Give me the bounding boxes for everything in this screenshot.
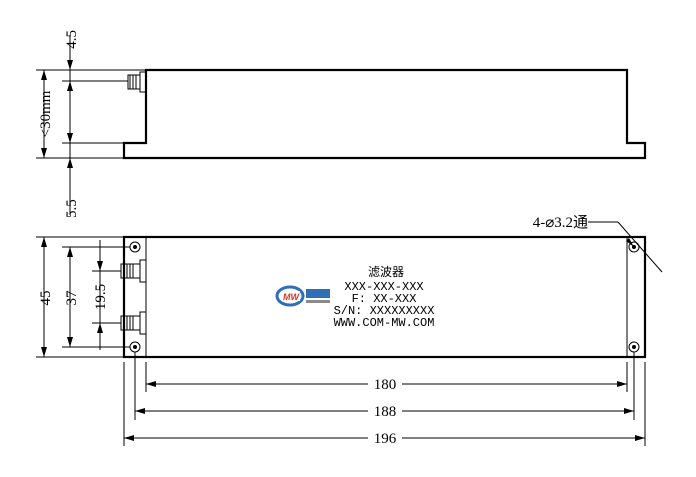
- dim-width-overall: 196: [374, 431, 397, 447]
- label-product-name: 滤波器: [368, 265, 404, 280]
- dim-side-bottom: 5.5: [64, 199, 80, 218]
- mounting-hole: [129, 341, 141, 353]
- dim-width-mid: 188: [374, 404, 397, 420]
- company-logo: MW: [275, 285, 330, 307]
- dim-width-inner: 180: [374, 377, 397, 393]
- dim-height-mid: 37: [64, 290, 80, 306]
- dim-height-small: 19.5: [93, 284, 109, 310]
- dim-side-height: <30mm: [38, 90, 54, 137]
- hole-callout: 4-⌀3.2通: [533, 214, 588, 231]
- svg-text:MW: MW: [283, 292, 300, 302]
- label-website: WWW.COM-MW.COM: [334, 316, 435, 330]
- dim-height-overall: 45: [38, 291, 54, 306]
- top-view: 45 37 19.5 4-⌀3.2通 180 188 196: [36, 214, 663, 447]
- label-serial-number: S/N: XXXXXXXXX: [334, 304, 435, 318]
- dim-side-top: 4.5: [64, 30, 80, 49]
- side-view-body-outline: [122, 68, 647, 160]
- product-label: MW 滤波器 XXX-XXX-XXX F: XX-XXX S/N: XXXXXX…: [275, 265, 435, 330]
- side-view: 4.5 <30mm 5.5: [36, 30, 647, 218]
- mounting-hole: [129, 241, 141, 253]
- mounting-hole: [628, 341, 640, 353]
- label-frequency: F: XX-XXX: [352, 292, 417, 306]
- top-view-body-outline: [122, 235, 647, 359]
- side-connector-body: [127, 74, 141, 90]
- label-part-number: XXX-XXX-XXX: [344, 280, 423, 294]
